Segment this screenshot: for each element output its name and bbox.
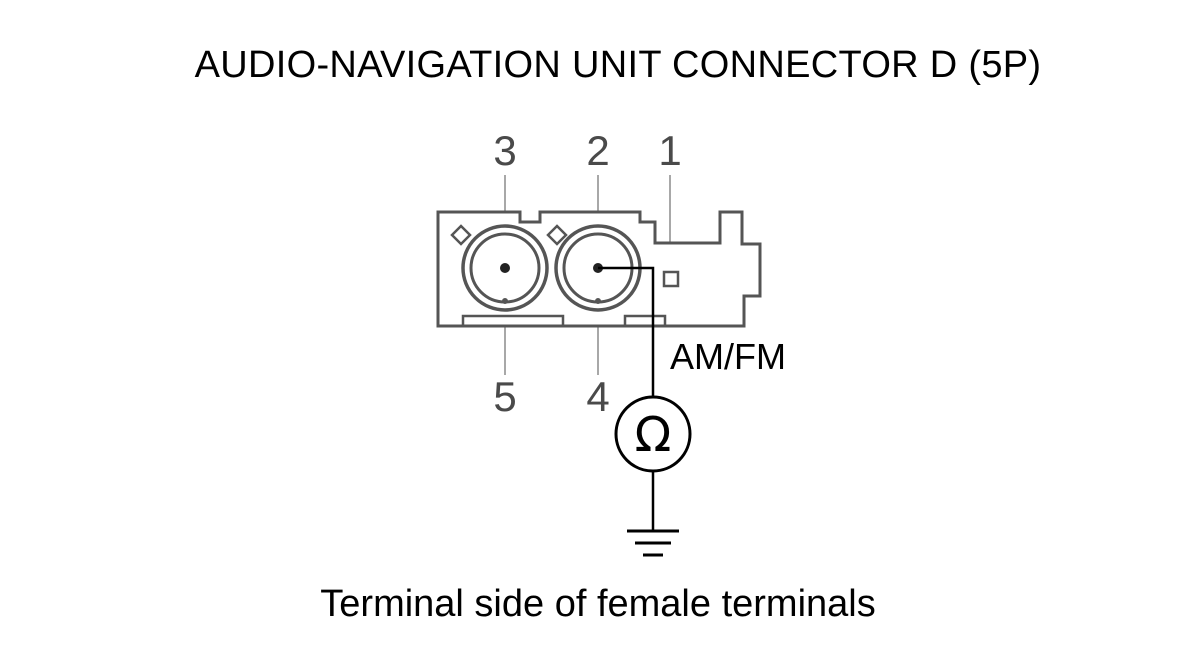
housing-rails bbox=[461, 314, 667, 328]
diagram-title: AUDIO-NAVIGATION UNIT CONNECTOR D (5P) bbox=[194, 44, 1042, 86]
terminal-1 bbox=[662, 270, 680, 288]
pin-label-2: 2 bbox=[586, 127, 609, 174]
keying-marks bbox=[450, 224, 568, 246]
pin-label-4: 4 bbox=[586, 373, 609, 420]
key-mark-left bbox=[450, 224, 472, 246]
pin-label-5: 5 bbox=[493, 373, 516, 420]
diagram-caption: Terminal side of female terminals bbox=[320, 583, 876, 625]
key-mark-right bbox=[546, 224, 568, 246]
ohm-symbol: Ω bbox=[635, 407, 672, 463]
terminal-left bbox=[461, 224, 549, 312]
pin-label-3: 3 bbox=[493, 127, 516, 174]
ground-icon bbox=[627, 529, 679, 557]
rail-left bbox=[461, 314, 565, 328]
pin-label-1: 1 bbox=[658, 127, 681, 174]
ohmmeter-icon: Ω bbox=[614, 395, 692, 473]
signal-label: AM/FM bbox=[670, 336, 786, 377]
rail-right bbox=[623, 314, 667, 328]
probe-wire bbox=[598, 266, 655, 396]
